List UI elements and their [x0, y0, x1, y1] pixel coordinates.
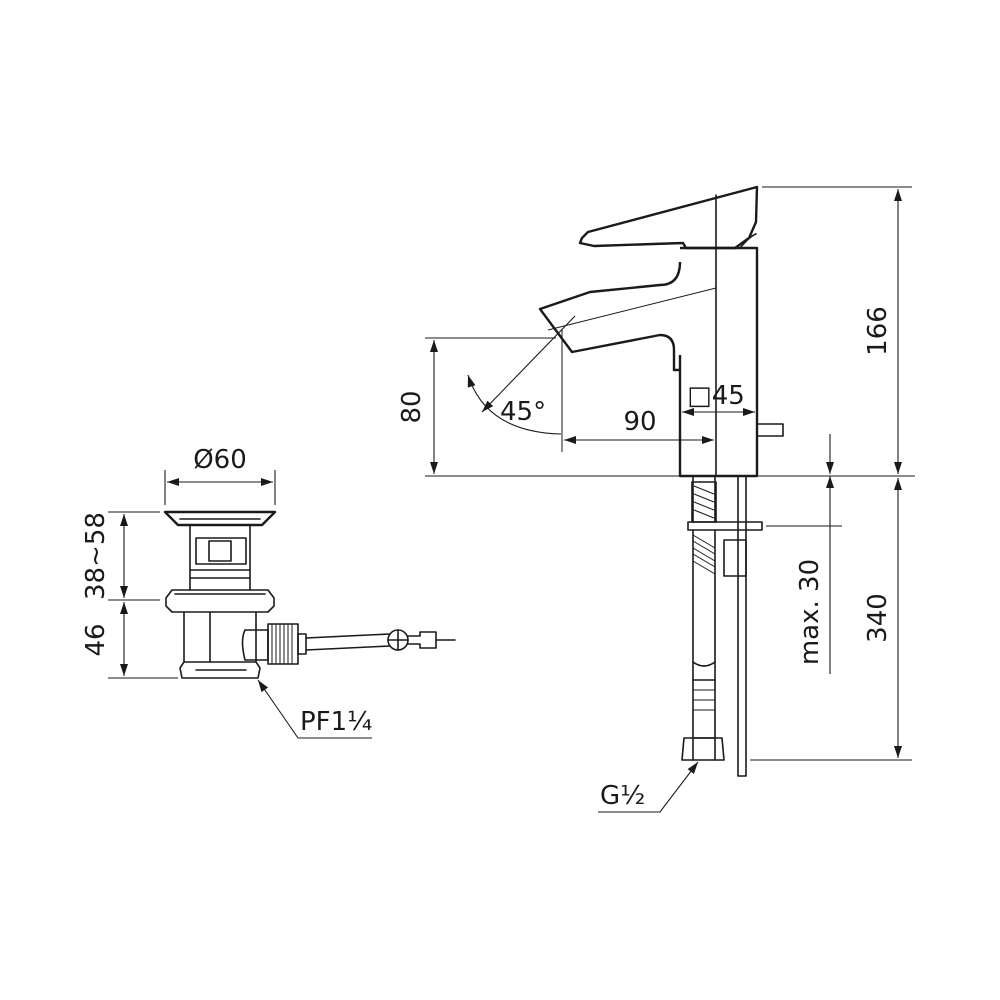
drain-thread-label: PF1¼	[300, 707, 372, 737]
max-deck-label: max. 30	[795, 559, 825, 665]
hose-length-label: 340	[863, 593, 893, 643]
drain-rod	[305, 633, 391, 651]
drain-lower-height-label: 46	[81, 623, 111, 656]
connection-label: G½	[600, 781, 645, 811]
hose-upper	[692, 475, 716, 523]
body-size-label: □45	[687, 381, 745, 411]
drain-nut	[165, 589, 275, 613]
drain-flange	[163, 510, 277, 527]
popup-rod	[737, 475, 747, 777]
drain-body	[179, 611, 261, 679]
popup-knob	[756, 423, 784, 437]
spout-angle-arc	[467, 374, 562, 435]
spout-angle-line	[481, 315, 576, 413]
drain-clip	[208, 540, 232, 562]
drain-thread-leader	[258, 680, 372, 739]
connection-leader	[598, 761, 699, 813]
drain-assembly: Ø60 38~58 46 PF1¼	[81, 445, 456, 739]
faucet-washer	[687, 521, 763, 531]
faucet-lever	[578, 185, 759, 250]
hose-connector-nut	[681, 737, 725, 761]
spout-angle-label: 45°	[500, 397, 546, 427]
spout-height-label: 80	[397, 390, 427, 423]
popup-rod-guide	[723, 539, 747, 577]
drain-port	[241, 629, 269, 661]
reach-label: 90	[623, 407, 656, 437]
total-height-label: 166	[863, 306, 893, 356]
drain-diameter-label: Ø60	[193, 445, 247, 475]
drain-height-range-label: 38~58	[81, 512, 111, 600]
faucet-assembly: 166 340 max. 30 80 45° 90 □45 G½	[397, 185, 915, 813]
faucet-body	[678, 246, 759, 478]
flexible-hose	[692, 529, 716, 681]
faucet-spout	[538, 261, 682, 372]
drain-neck	[189, 524, 251, 591]
